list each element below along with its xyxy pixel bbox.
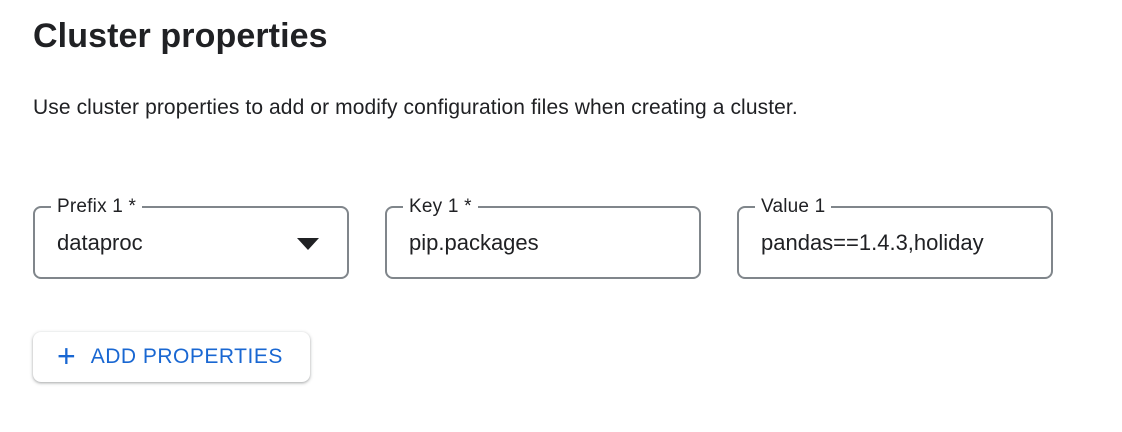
key-field: Key 1 * — [385, 196, 701, 279]
key-input[interactable] — [387, 208, 699, 277]
prefix-select[interactable]: Prefix 1 * dataproc — [33, 196, 349, 279]
page-title: Cluster properties — [33, 17, 328, 55]
property-row: Prefix 1 * dataproc Key 1 * Value 1 — [33, 196, 1122, 279]
add-properties-button[interactable]: + ADD PROPERTIES — [33, 332, 310, 382]
add-properties-label: ADD PROPERTIES — [90, 345, 283, 368]
prefix-selected-value: dataproc — [57, 229, 143, 255]
dropdown-arrow-icon — [297, 237, 319, 250]
page-subtitle: Use cluster properties to add or modify … — [33, 96, 798, 119]
value-field: Value 1 — [737, 196, 1053, 279]
value-input[interactable] — [739, 208, 1051, 277]
prefix-label: Prefix 1 * — [51, 196, 143, 218]
plus-icon: + — [57, 337, 76, 374]
